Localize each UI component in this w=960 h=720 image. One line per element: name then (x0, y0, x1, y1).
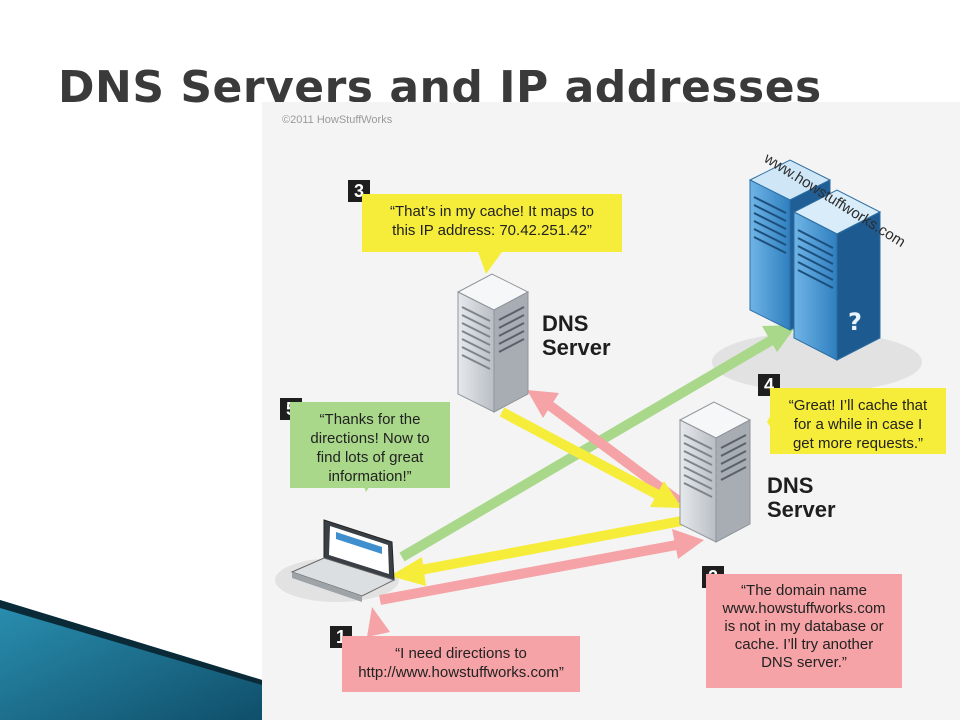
dns-server-2-icon (678, 401, 752, 543)
response-arrow-to-laptop (390, 515, 688, 586)
copyright-text: ©2011 HowStuffWorks (282, 114, 393, 126)
response-arrow-to-dns2 (499, 407, 682, 508)
step-1-bubble: “I need directions to http://www.howstuf… (342, 636, 580, 692)
dns-server-1-icon (456, 273, 530, 413)
dns-server-2-label: DNS Server (767, 473, 836, 522)
decorative-wedge (0, 600, 262, 720)
request-arrow-to-dns2 (379, 529, 704, 605)
dns-diagram: ? ©2011 HowStuffWorks www.howstuffworks.… (262, 102, 960, 720)
step-3-bubble: “That’s in my cache! It maps to this IP … (362, 194, 622, 252)
dns-server-1-label: DNS Server (542, 311, 611, 360)
laptop-icon (290, 519, 396, 602)
bubble-1-tail (367, 607, 390, 637)
step-4-bubble: “Great! I’ll cache that for a while in c… (770, 388, 946, 454)
request-arrow-to-dns1 (527, 390, 683, 507)
svg-text:?: ? (848, 308, 862, 336)
bubble-3-tail (478, 252, 502, 274)
step-2-bubble: “The domain name www.howstuffworks.com i… (706, 574, 902, 688)
step-5-bubble: “Thanks for the directions! Now to find … (290, 402, 450, 488)
web-server-icon: ? (748, 159, 882, 361)
connect-arrow (399, 325, 797, 562)
diagram-graphics: ? (275, 159, 922, 637)
